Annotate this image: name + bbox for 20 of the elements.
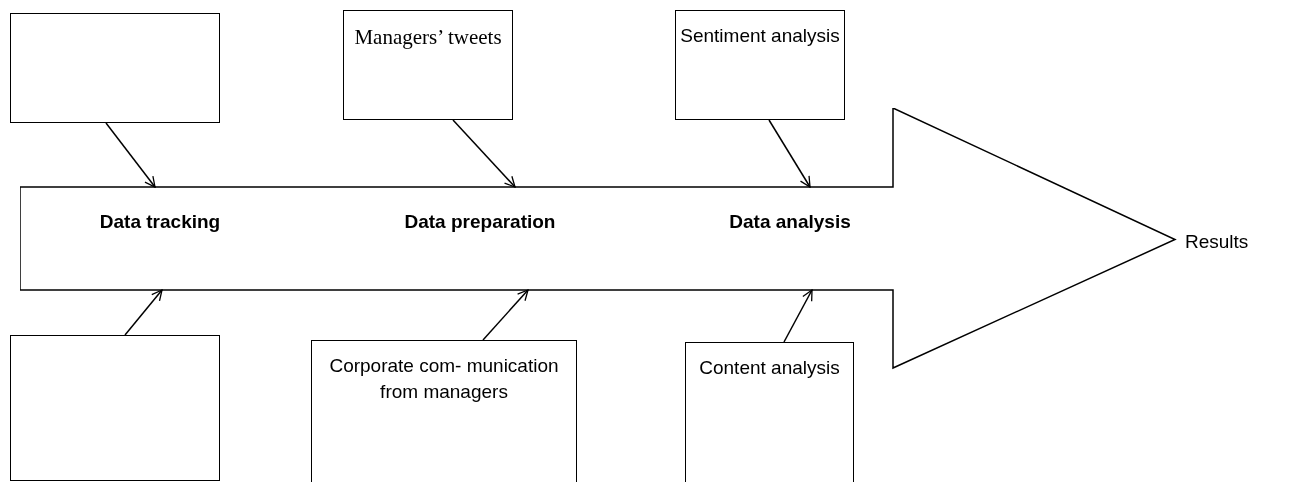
box-text: Managers’ tweets [353, 24, 503, 51]
arrow [452, 119, 516, 188]
box-text: Sentiment analysis [679, 24, 841, 48]
arrow [105, 122, 156, 188]
text-box [10, 335, 220, 481]
stage-label: Data tracking [98, 210, 222, 234]
stage-label: Data preparation [403, 210, 557, 234]
text-box [343, 10, 513, 120]
text-box [685, 342, 854, 482]
arrow [482, 289, 529, 341]
stage-label: Data analysis [728, 210, 852, 234]
box-text: Content analysis [698, 356, 841, 380]
text-box [311, 340, 577, 482]
arrow [783, 289, 813, 343]
arrow [768, 119, 811, 188]
box-text: Corporate com- munication from managers [328, 354, 560, 404]
text-box [10, 13, 220, 123]
result-label: Results [1185, 230, 1249, 254]
text-box [675, 10, 845, 120]
arrow [124, 289, 163, 336]
